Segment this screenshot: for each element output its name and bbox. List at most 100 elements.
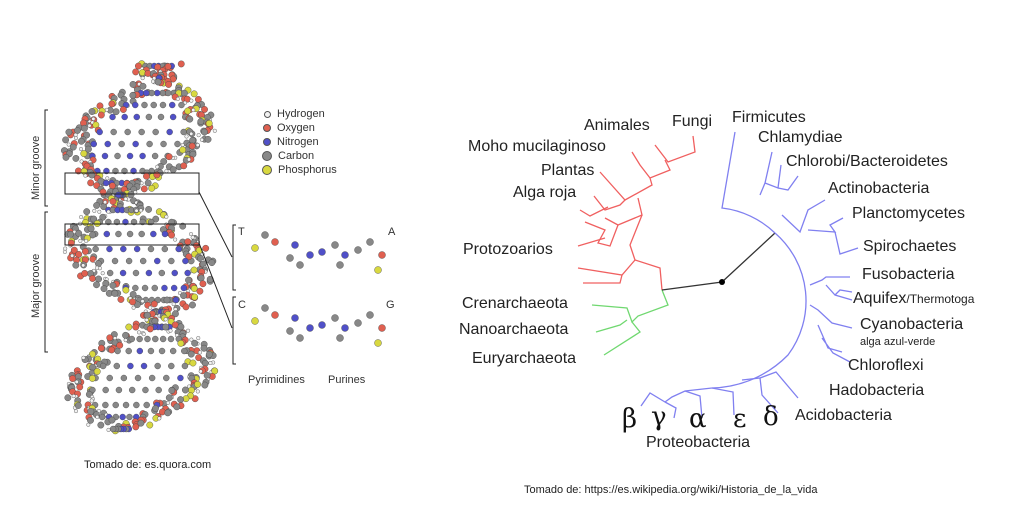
atom	[169, 101, 176, 109]
atom	[65, 128, 73, 136]
atom	[66, 142, 71, 147]
atom	[99, 413, 106, 421]
atom	[109, 198, 117, 205]
legend-label: Phosphorus	[278, 164, 337, 176]
legend-label: Oxygen	[277, 122, 315, 134]
bacteria-branches	[640, 131, 859, 419]
atom	[189, 131, 194, 136]
atom	[205, 350, 213, 358]
label-planctomycetes: Planctomycetes	[852, 205, 965, 222]
atom	[72, 155, 80, 162]
atom	[150, 300, 158, 308]
atom	[89, 350, 96, 358]
base-t-label: T	[238, 226, 245, 238]
atom	[119, 106, 127, 113]
atom	[125, 347, 132, 355]
atom	[138, 208, 143, 213]
atom	[83, 131, 90, 139]
atom	[99, 213, 107, 221]
atom	[77, 137, 85, 145]
atom	[185, 276, 192, 284]
atom	[197, 118, 205, 125]
atom	[158, 269, 166, 277]
atom	[119, 413, 126, 421]
atom	[161, 245, 169, 253]
atom	[378, 251, 386, 259]
atom	[132, 284, 139, 292]
atom	[126, 152, 134, 160]
atom	[79, 215, 84, 220]
atom	[169, 347, 177, 355]
atom	[198, 369, 203, 374]
atom	[175, 96, 180, 101]
atom	[134, 208, 139, 213]
atom	[135, 62, 142, 70]
atom	[165, 394, 173, 402]
atom	[106, 245, 113, 253]
atom	[190, 285, 198, 292]
atom	[140, 299, 145, 304]
greek-delta: δ	[763, 402, 779, 432]
atom	[136, 335, 143, 343]
atom	[147, 347, 155, 355]
atom	[180, 128, 187, 136]
atom	[100, 271, 105, 276]
atom	[109, 425, 117, 433]
atom	[126, 413, 133, 421]
atom	[286, 254, 294, 262]
element-legend: Hydrogen Oxygen Nitrogen Carbon Phosphor…	[262, 107, 337, 177]
atom	[71, 394, 76, 399]
oxygen-dot-icon	[263, 124, 271, 133]
atom	[151, 152, 159, 160]
atom	[173, 237, 178, 242]
atom	[138, 230, 145, 238]
atom	[177, 339, 185, 347]
atom	[172, 310, 179, 318]
atom	[182, 257, 189, 265]
atom	[139, 257, 147, 265]
atom	[154, 362, 161, 370]
base-g-label: G	[386, 299, 395, 311]
atom	[146, 421, 154, 429]
atom	[354, 319, 362, 327]
label-animales: Animales	[584, 117, 650, 134]
atom	[142, 386, 149, 394]
label-euryarchaeota: Euryarchaeota	[472, 350, 577, 367]
atom	[73, 409, 78, 414]
atom	[62, 136, 70, 144]
atom	[261, 304, 269, 312]
atom	[148, 305, 153, 310]
atom	[116, 341, 124, 349]
atom	[336, 261, 344, 269]
atom	[70, 253, 75, 258]
atom	[271, 238, 279, 246]
atom	[177, 374, 184, 382]
label-chloroflexi: Chloroflexi	[848, 357, 924, 374]
atom	[81, 355, 86, 360]
atom	[191, 108, 196, 113]
atom	[366, 311, 374, 319]
atom	[103, 200, 108, 205]
atom	[84, 238, 89, 243]
atom	[111, 257, 119, 265]
atom	[134, 374, 142, 382]
atom	[190, 235, 195, 240]
atom	[165, 81, 173, 88]
atom	[125, 323, 133, 331]
atom	[159, 335, 167, 343]
atom	[132, 323, 140, 331]
label-hadobacteria: Hadobacteria	[829, 382, 925, 399]
atom	[194, 380, 201, 388]
atom	[104, 140, 111, 148]
legend-label: Hydrogen	[277, 108, 325, 120]
atom	[163, 374, 170, 382]
atom	[120, 245, 127, 253]
atom	[111, 290, 119, 297]
atom	[74, 127, 81, 134]
atom	[189, 359, 197, 367]
atom	[144, 317, 149, 322]
atom	[128, 335, 135, 343]
atom	[261, 231, 269, 239]
atom	[118, 140, 125, 148]
atom	[152, 405, 159, 412]
